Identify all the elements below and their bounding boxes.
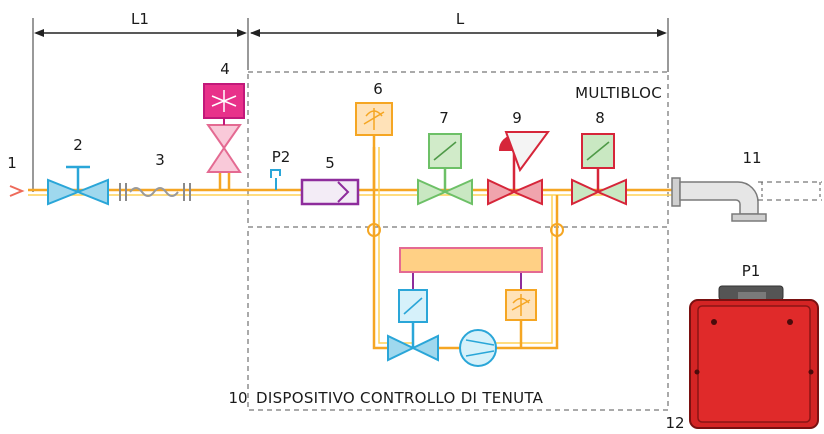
gas-filter-icon xyxy=(300,178,360,206)
label-5: 5 xyxy=(325,154,335,172)
tightness-pressure-switch-icon xyxy=(505,289,537,321)
burner-icon xyxy=(689,285,819,429)
dimension-l-label: L xyxy=(456,10,465,28)
pipe-elbow-icon xyxy=(671,177,822,222)
pressure-regulator-icon xyxy=(203,83,245,190)
tightness-label: DISPOSITIVO CONTROLLO DI TENUTA xyxy=(256,389,544,407)
tightness-pump-icon xyxy=(459,329,497,367)
label-12: 12 xyxy=(665,414,684,432)
anti-vibration-joint-icon xyxy=(119,183,191,201)
safety-valve-red-icon xyxy=(571,133,627,206)
label-11: 11 xyxy=(742,149,761,167)
label-6: 6 xyxy=(373,80,383,98)
dimension-l: L xyxy=(250,10,669,72)
label-2: 2 xyxy=(73,136,83,154)
safety-valve-green-icon xyxy=(417,133,473,206)
label-3: 3 xyxy=(155,151,165,169)
tightness-solenoid-valve-icon xyxy=(387,289,439,362)
min-pressure-switch-icon xyxy=(355,102,393,190)
dimension-l1-label: L1 xyxy=(131,10,149,28)
label-8: 8 xyxy=(595,109,605,127)
manual-shutoff-valve-icon xyxy=(47,165,109,206)
label-7: 7 xyxy=(439,109,449,127)
label-p2: P2 xyxy=(272,148,291,166)
dimension-l1: L1 xyxy=(32,10,249,192)
tightness-box xyxy=(247,226,669,411)
label-p1: P1 xyxy=(742,262,761,280)
tightness-control-unit-icon xyxy=(399,247,543,273)
label-4: 4 xyxy=(220,60,230,78)
regulating-valve-red-icon xyxy=(487,131,550,206)
gas-inlet-arrow-icon xyxy=(9,185,25,197)
label-10: 10 xyxy=(228,389,247,407)
label-1: 1 xyxy=(7,154,17,172)
label-9: 9 xyxy=(512,109,522,127)
pressure-tap-p2-icon xyxy=(270,169,281,190)
multibloc-label: MULTIBLOC xyxy=(575,84,662,102)
